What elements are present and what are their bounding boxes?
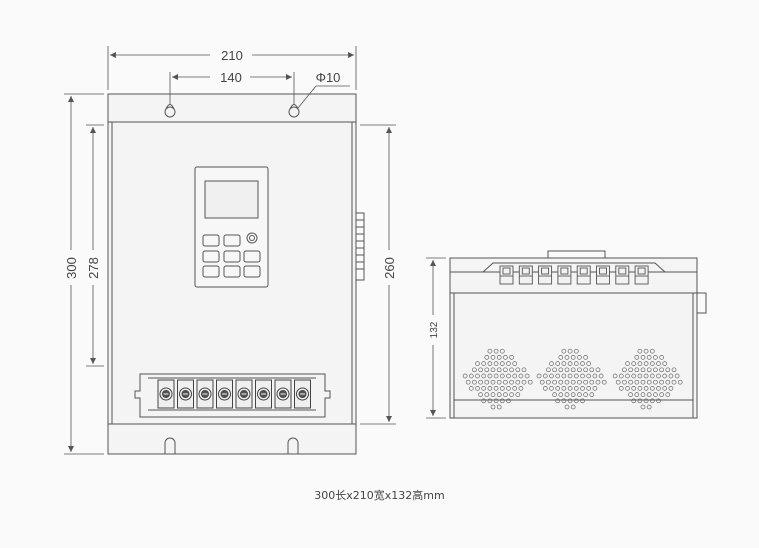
mount-hole-top-right [288,104,300,118]
side-terminal [499,265,514,285]
knob-icon [246,232,258,244]
terminal-screw-icon [157,379,175,409]
terminal-screw-icon [177,379,194,409]
side-terminal [576,265,591,285]
terminal-screw-icon [255,379,272,409]
side-terminals [499,265,649,285]
side-dimensions [426,257,446,419]
terminal-screw-icon [274,379,292,409]
side-outer-body [449,257,698,419]
key-button [223,265,241,278]
lcd-display [204,180,259,219]
dim-mount-spacing: 140 [220,70,242,85]
side-connector-strip [355,212,365,281]
vent-grille [612,348,683,410]
keypad [202,234,261,278]
dim-overall-width: 210 [221,48,243,63]
vent-grille [462,348,533,410]
mount-hole-top-left [164,104,176,118]
dim-overall-height: 300 [64,257,79,279]
front-view [107,93,365,455]
terminal-screws [157,379,311,409]
key-button [202,265,220,278]
dim-mount-height: 278 [86,257,101,279]
dim-side-height: 260 [382,257,397,279]
terminal-screw-icon [196,379,214,409]
mount-slot-bottom-left [164,437,176,454]
vent-grilles [462,348,683,410]
key-button [223,250,241,263]
vent-grille [536,348,607,410]
side-view [449,250,707,419]
terminal-screw-icon [235,379,253,409]
dim-depth: 132 [429,321,440,338]
side-terminal [615,265,630,285]
terminal-screw-icon [216,379,233,409]
key-button [243,250,261,263]
side-terminal [538,265,553,285]
key-button [202,250,220,263]
dim-hole-diameter: Φ10 [316,70,341,85]
side-terminal [518,265,533,285]
side-terminal [596,265,610,285]
side-fan-connector [696,292,707,314]
key-button [202,234,220,247]
key-button [223,234,241,247]
side-terminal [634,265,649,285]
key-button [243,265,261,278]
front-dimensions [64,46,396,455]
caption: 300长x210宽x132高mm [314,489,445,502]
side-terminal [557,265,572,285]
terminal-screw-icon [294,379,311,409]
mount-slot-bottom-right [287,437,299,454]
